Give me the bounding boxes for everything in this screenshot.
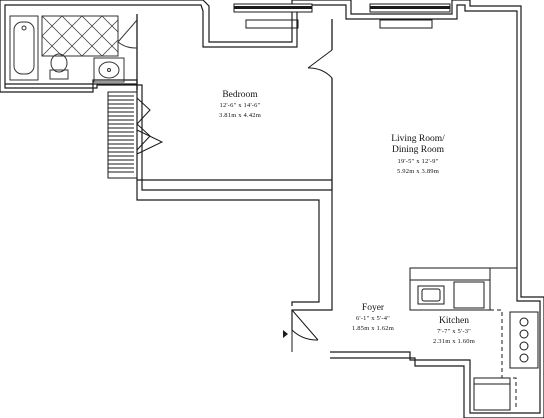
bedroom-door (307, 49, 333, 79)
living-room-dimensions-metric: 5.92m x 3.89m (397, 168, 439, 175)
foyer-name: Foyer (362, 303, 385, 313)
interior-walls (5, 14, 333, 190)
dishwasher (453, 281, 485, 309)
bedroom-door-swing (307, 67, 333, 79)
foyer-dimensions-metric: 1.85m x 1.62m (352, 325, 394, 332)
bedroom-door-leaf (307, 49, 333, 69)
sink-drain (107, 68, 111, 72)
burner-1 (519, 317, 529, 327)
tile-pattern (41, 15, 119, 57)
vanity (93, 57, 125, 83)
foyer-dimensions-imperial: 6'-1" x 5'-4" (356, 315, 390, 322)
living-room-dimensions-imperial: 19'-5" x 12'-9" (398, 158, 439, 165)
bedroom-name: Bedroom (222, 90, 258, 100)
windows (233, 3, 451, 13)
living-room-name-line1: Living Room/ (391, 134, 445, 144)
kitchen-counter-outline (490, 309, 517, 410)
bathtub (9, 15, 39, 81)
bedroom-dimensions-imperial: 12'-6" x 14'-6" (220, 102, 261, 109)
kitchen (409, 267, 539, 411)
bathroom (9, 15, 138, 83)
closet-bifold-door-2 (136, 129, 164, 155)
closet-shelves (108, 95, 134, 173)
kitchen-dimensions-imperial: 7'-7" x 5'-3" (437, 328, 471, 335)
kitchen-dimensions-metric: 2.31m x 1.60m (433, 338, 475, 345)
bathtub-inner (13, 21, 35, 75)
entry-arrow-icon (283, 330, 288, 338)
bathroom-door-leaf (117, 19, 138, 43)
radiators (245, 19, 433, 29)
radiator-living (379, 19, 433, 29)
bathtub-drain (21, 25, 27, 31)
radiator-bedroom (245, 19, 299, 29)
burner-4 (519, 353, 529, 363)
toilet-tank (49, 69, 69, 80)
entry-door-leaf (291, 309, 319, 341)
burner-2 (519, 329, 529, 339)
kitchen-sink-basin (421, 288, 441, 302)
closet-outline (107, 91, 138, 179)
sink-basin (98, 61, 120, 79)
entry-door (291, 309, 319, 352)
living-room-name-line2: Dining Room (392, 145, 445, 155)
entry-door-swing (291, 329, 319, 341)
closet (107, 91, 164, 179)
stove (509, 311, 539, 369)
refrigerator (473, 377, 511, 411)
kitchen-sink (417, 285, 445, 305)
bedroom-dimensions-metric: 3.81m x 4.42m (219, 112, 261, 119)
burner-3 (519, 341, 529, 351)
kitchen-name: Kitchen (439, 316, 469, 326)
exterior-wall-inner (4, 4, 541, 414)
room-labels: Bedroom 12'-6" x 14'-6" 3.81m x 4.42m Li… (219, 90, 475, 345)
closet-bifold-door (136, 97, 151, 151)
tile-floor (41, 15, 119, 57)
bathroom-door-swing (117, 41, 138, 49)
toilet-bowl (50, 53, 68, 73)
